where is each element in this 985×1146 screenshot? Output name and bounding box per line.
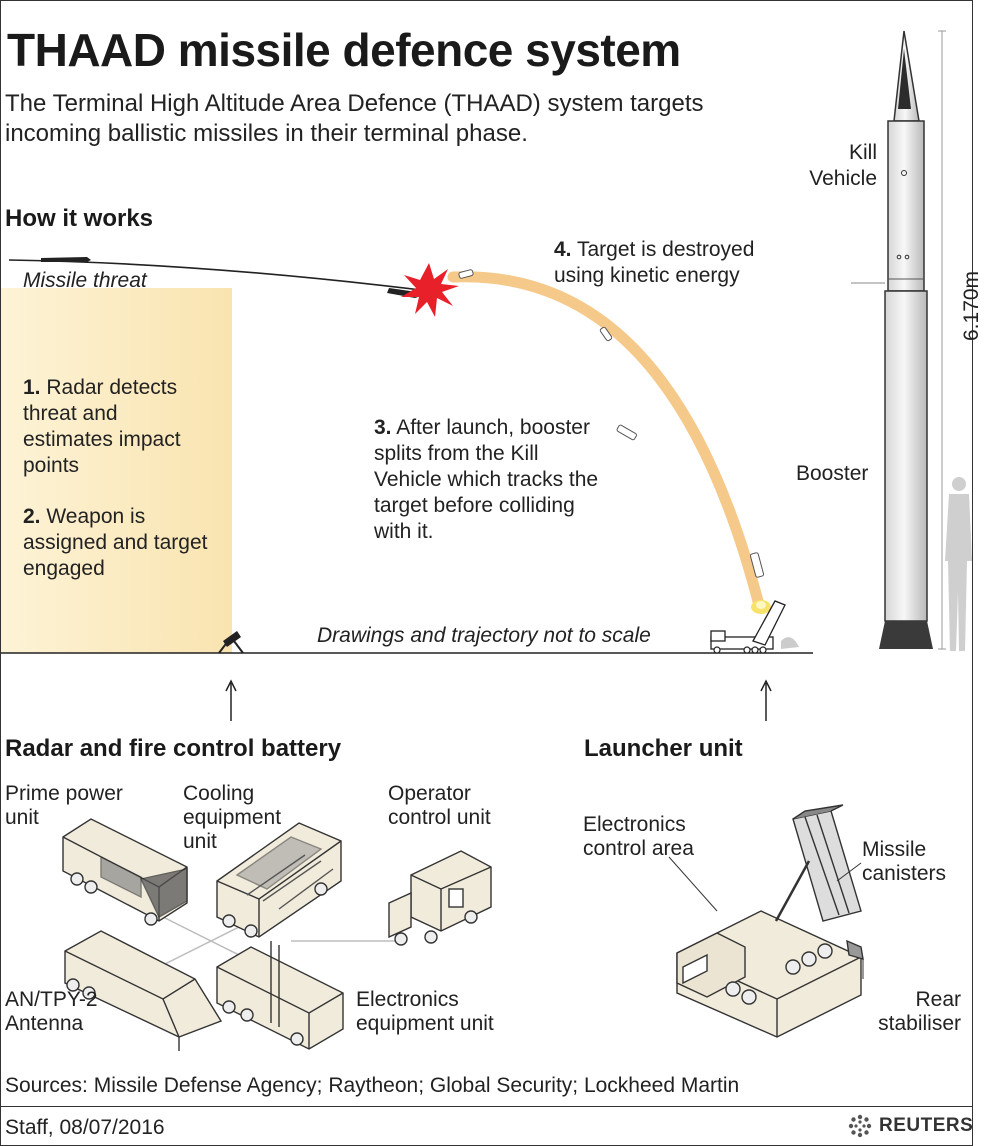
- page-subtitle: The Terminal High Altitude Area Defence …: [5, 90, 704, 147]
- scale-note: Drawings and trajectory not to scale: [317, 624, 651, 647]
- kill-vehicle-label: Kill Vehicle: [809, 141, 877, 190]
- cooling-equipment-unit-label: Cooling equipment unit: [183, 782, 282, 853]
- radar-battery-heading: Radar and fire control battery: [5, 735, 342, 762]
- equipment-illustrations: [62, 804, 864, 1051]
- human-scale-silhouette: [945, 477, 972, 651]
- electronics-equipment-unit-label: Electronics equipment unit: [356, 988, 494, 1035]
- step-3-number: 3.: [374, 416, 392, 439]
- interceptor-trajectory: [447, 271, 765, 611]
- kill-vehicle-in-flight-icon: [599, 326, 613, 342]
- operator-control-unit-label: Operator control unit: [388, 782, 491, 829]
- step-3: 3. After launch, booster splits from the…: [374, 415, 606, 545]
- reuters-logo: REUTERS: [847, 1113, 973, 1139]
- step-2: 2. Weapon is assigned and target engaged: [23, 504, 213, 582]
- how-it-works-scene: [1, 30, 972, 721]
- step-4-number: 4.: [554, 238, 572, 261]
- how-it-works-heading: How it works: [5, 205, 154, 232]
- launcher-truck-icon: [710, 600, 799, 654]
- label-leader-lines: [668, 856, 864, 979]
- missile-threat-label: Missile threat: [23, 269, 147, 292]
- step-1-text: Radar detects threat and estimates impac…: [23, 376, 181, 477]
- missile-length-label: 6.170m: [960, 270, 983, 341]
- operator-control-unit-drawing: [388, 850, 492, 946]
- launcher-truck-drawing: [676, 804, 864, 1038]
- cooling-equipment-unit-drawing: [216, 822, 342, 938]
- electronics-equipment-unit-drawing: [216, 941, 344, 1050]
- electronics-control-area-label: Electronics control area: [583, 813, 694, 860]
- credit-line: Staff, 08/07/2016: [5, 1116, 165, 1139]
- kill-vehicle-icon: [458, 269, 474, 279]
- prime-power-unit-label: Prime power unit: [5, 782, 123, 829]
- prime-power-unit-drawing: [62, 818, 188, 926]
- interceptor-missile-diagram: [879, 30, 933, 649]
- page-title: THAAD missile defence system: [7, 24, 681, 76]
- missile-length-dimension: [938, 30, 946, 650]
- step-3-text: After launch, booster splits from the Ki…: [374, 416, 599, 543]
- launcher-unit-heading: Launcher unit: [584, 735, 743, 762]
- radar-beam: [1, 288, 232, 653]
- footer-divider: [1, 1106, 972, 1107]
- launched-interceptor-icon: [749, 552, 765, 578]
- separated-booster-icon: [616, 424, 637, 441]
- step-1: 1. Radar detects threat and estimates im…: [23, 375, 213, 479]
- arrow-to-radar-battery: [225, 679, 237, 721]
- threat-missile-icon: [41, 257, 91, 262]
- radar-icon: [218, 631, 244, 654]
- step-2-number: 2.: [23, 505, 41, 528]
- antenna-label: AN/TPY-2 Antenna: [5, 988, 98, 1035]
- missile-canisters-label: Missile canisters: [862, 838, 947, 885]
- step-2-text: Weapon is assigned and target engaged: [23, 505, 208, 580]
- step-4-text: Target is destroyed using kinetic energy: [554, 238, 755, 287]
- rear-stabiliser-label: Rear stabiliser: [878, 988, 961, 1035]
- reuters-dots-icon: [848, 1114, 872, 1138]
- step-4: 4. Target is destroyed using kinetic ene…: [554, 237, 784, 289]
- arrow-to-launcher-unit: [760, 679, 772, 721]
- launch-flame-icon: [751, 600, 771, 614]
- booster-label: Booster: [796, 462, 869, 485]
- step-1-number: 1.: [23, 376, 41, 399]
- reuters-brand: REUTERS: [879, 1115, 974, 1136]
- sources-note: Sources: Missile Defense Agency; Raytheo…: [5, 1074, 740, 1097]
- antenna-drawing: [64, 930, 223, 1051]
- explosion-icon: [401, 263, 459, 317]
